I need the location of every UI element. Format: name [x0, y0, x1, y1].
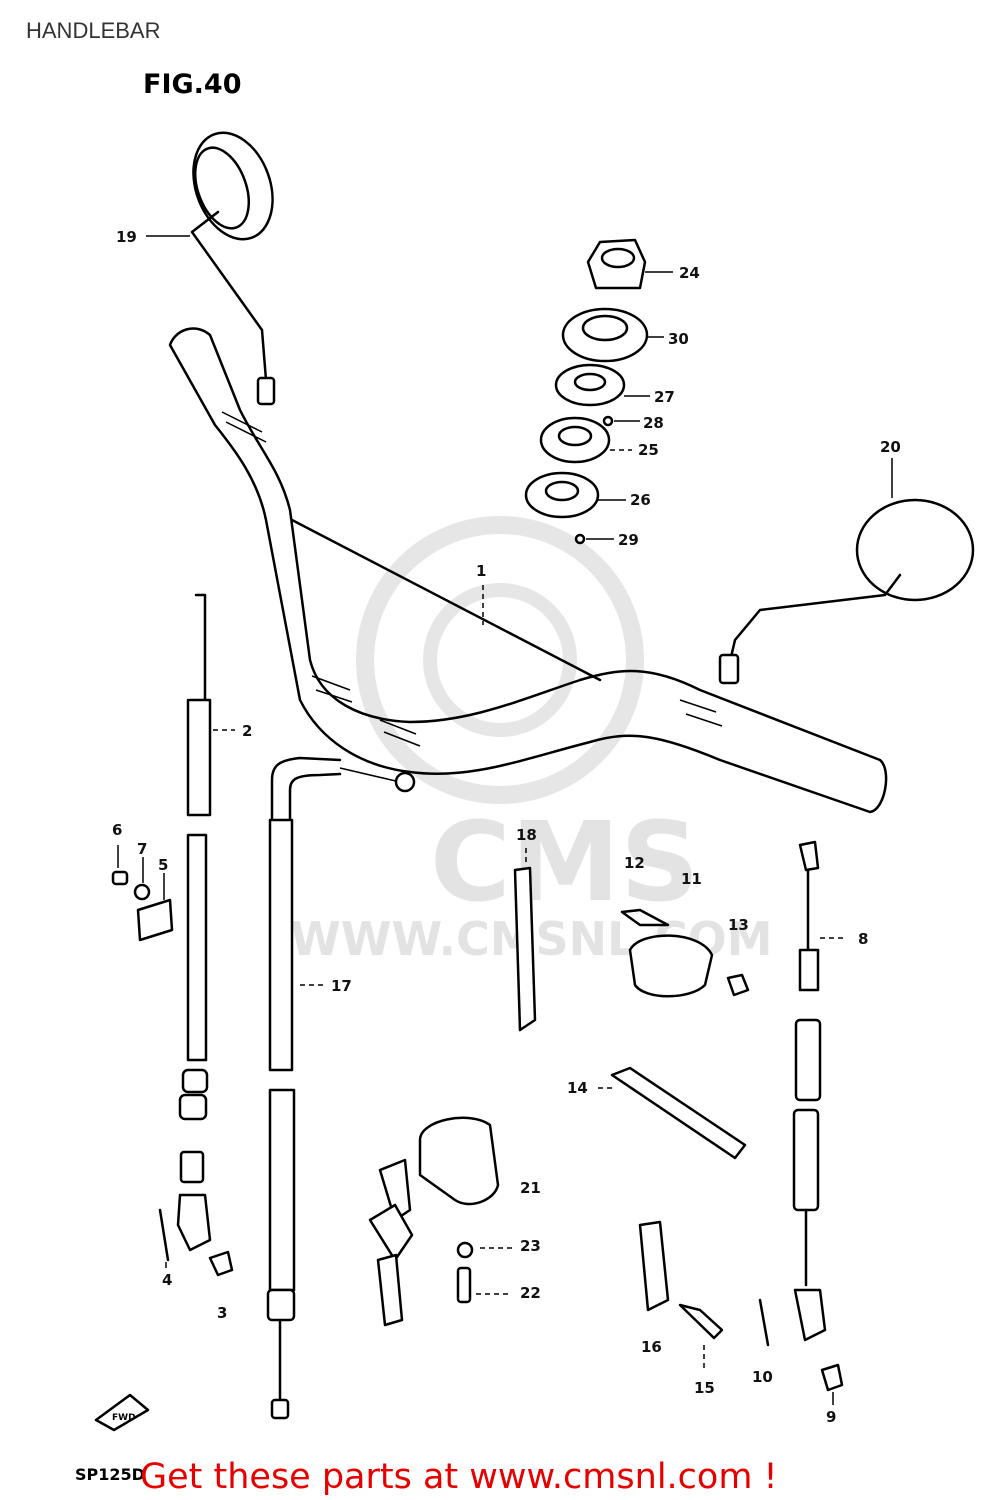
callout-29[interactable]: 29	[618, 531, 639, 549]
callout-12[interactable]: 12	[624, 854, 645, 872]
callout-19[interactable]: 19	[116, 228, 137, 246]
callout-11[interactable]: 11	[681, 870, 702, 888]
callout-10[interactable]: 10	[752, 1368, 773, 1386]
part-20-mirror-right[interactable]	[718, 498, 975, 685]
part-23-washer[interactable]	[456, 1241, 474, 1259]
part-5-clamp[interactable]	[136, 898, 174, 942]
callout-9[interactable]: 9	[826, 1408, 836, 1426]
callout-5[interactable]: 5	[158, 856, 168, 874]
part-17-cable[interactable]	[266, 756, 416, 1420]
callout-18[interactable]: 18	[516, 826, 537, 844]
part-29-ball[interactable]	[574, 533, 586, 545]
part-13-nut[interactable]	[726, 973, 750, 997]
part-28-ball[interactable]	[602, 415, 614, 427]
callout-24[interactable]: 24	[679, 264, 700, 282]
part-16-plate[interactable]	[638, 1220, 670, 1312]
part-15-bolt[interactable]	[678, 1303, 724, 1340]
part-7-washer[interactable]	[133, 883, 151, 901]
page-title: HANDLEBAR	[26, 18, 160, 43]
callout-4[interactable]: 4	[162, 1271, 172, 1289]
callout-1[interactable]: 1	[476, 562, 486, 580]
promo-link[interactable]: Get these parts at www.cmsnl.com !	[140, 1457, 778, 1497]
part-11-clamp[interactable]	[628, 934, 714, 998]
part-14-band[interactable]	[610, 1066, 747, 1160]
model-code: SP125D	[75, 1465, 145, 1484]
callout-21[interactable]: 21	[520, 1179, 541, 1197]
callout-labels: 1 2 3 4 5 6 7 8 9 10 11 12 13 14 15 16 1…	[112, 228, 901, 1426]
callout-7[interactable]: 7	[137, 840, 147, 858]
callout-3[interactable]: 3	[217, 1304, 227, 1322]
part-22-screw[interactable]	[456, 1266, 472, 1304]
callout-14[interactable]: 14	[567, 1079, 588, 1097]
part-1-handlebar[interactable]	[168, 327, 888, 814]
callout-8[interactable]: 8	[858, 930, 868, 948]
part-19-mirror-left[interactable]	[179, 122, 286, 406]
callout-17[interactable]: 17	[331, 977, 352, 995]
part-4-pin[interactable]	[158, 1208, 170, 1262]
part-9-screw[interactable]	[820, 1363, 844, 1392]
part-24-nut[interactable]	[586, 238, 647, 290]
callout-30[interactable]: 30	[668, 330, 689, 348]
part-30-seal[interactable]	[561, 307, 649, 363]
part-10-pin[interactable]	[758, 1298, 770, 1347]
part-18-band[interactable]	[513, 866, 537, 1032]
callout-25[interactable]: 25	[638, 441, 659, 459]
part-6-screw[interactable]	[111, 870, 129, 886]
callout-16[interactable]: 16	[641, 1338, 662, 1356]
part-27-washer[interactable]	[554, 363, 626, 407]
callout-13[interactable]: 13	[728, 916, 749, 934]
fwd-label: FWD	[112, 1413, 136, 1423]
figure-label: FIG.40	[143, 69, 241, 100]
part-3-screw[interactable]	[208, 1250, 234, 1277]
part-2-throttle-cable[interactable]	[176, 593, 212, 1252]
part-25-bearing-race[interactable]	[539, 416, 611, 464]
callout-15[interactable]: 15	[694, 1379, 715, 1397]
part-26-bearing-race-lower[interactable]	[524, 471, 600, 519]
part-8-clutch-cable[interactable]	[792, 840, 827, 1342]
callout-2[interactable]: 2	[242, 722, 252, 740]
fwd-arrow: FWD	[94, 1393, 150, 1432]
part-12-bolt[interactable]	[620, 908, 670, 927]
watermark-brand: CMS	[430, 798, 699, 926]
callout-27[interactable]: 27	[654, 388, 675, 406]
callout-28[interactable]: 28	[643, 414, 664, 432]
callout-26[interactable]: 26	[630, 491, 651, 509]
callout-22[interactable]: 22	[520, 1284, 541, 1302]
leader-lines	[117, 235, 893, 1405]
callout-6[interactable]: 6	[112, 821, 122, 839]
part-21-ignition-switch[interactable]	[368, 1116, 500, 1327]
callout-23[interactable]: 23	[520, 1237, 541, 1255]
callout-20[interactable]: 20	[880, 438, 901, 456]
